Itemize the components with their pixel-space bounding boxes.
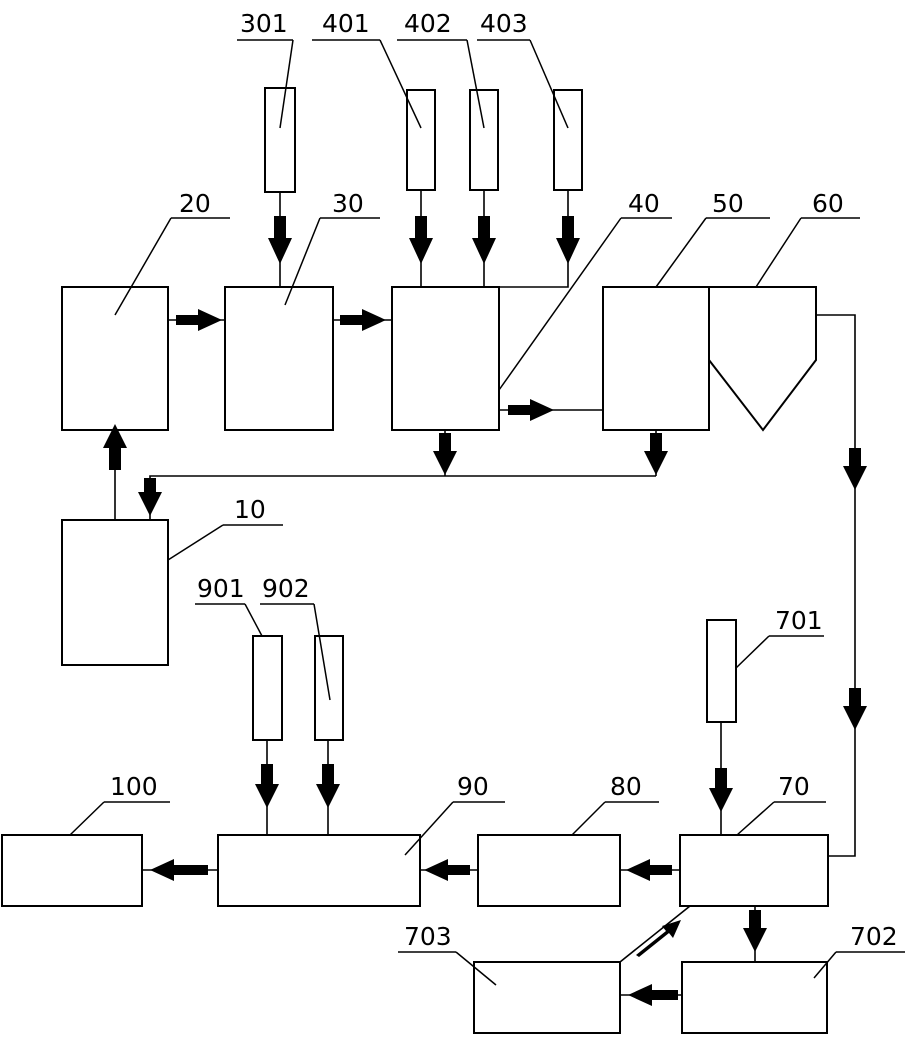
arrowheads	[103, 216, 867, 1006]
label-402: 402	[404, 9, 452, 38]
arrow-down-50	[644, 433, 668, 475]
box-703	[473, 961, 621, 1034]
arrow-right-40-50	[508, 399, 554, 421]
label-70: 70	[778, 772, 810, 801]
arrow-left-70-80	[626, 859, 672, 881]
arrow-down-702	[743, 910, 767, 952]
arrow-down-right-2	[843, 688, 867, 730]
label-902: 902	[262, 574, 310, 603]
box-701	[706, 619, 737, 723]
labels: 20 30 301 401 402 403 40 50 60 10 901 90…	[110, 9, 898, 951]
label-20: 20	[179, 189, 211, 218]
box-901	[252, 635, 283, 741]
box-30	[224, 286, 334, 431]
box-10	[61, 519, 169, 666]
box-80	[477, 834, 621, 907]
arrow-down-701	[709, 768, 733, 812]
label-90: 90	[457, 772, 489, 801]
arrow-right-20-30	[176, 309, 222, 331]
arrow-left-80-90	[424, 859, 470, 881]
box-100	[1, 834, 143, 907]
label-403: 403	[480, 9, 528, 38]
leader-lines	[69, 39, 905, 986]
box-301	[264, 87, 296, 193]
arrow-down-403	[556, 216, 580, 264]
boxes	[1, 87, 829, 1034]
arrow-down-10	[138, 478, 162, 516]
box-60-hopper	[708, 286, 817, 432]
label-30: 30	[332, 189, 364, 218]
arrow-left-90-100	[150, 859, 208, 881]
label-80: 80	[610, 772, 642, 801]
label-901: 901	[197, 574, 245, 603]
box-50	[602, 286, 710, 431]
arrow-up-20	[103, 424, 127, 470]
label-401: 401	[322, 9, 370, 38]
box-90	[217, 834, 421, 907]
box-40	[391, 286, 500, 431]
arrow-down-402	[472, 216, 496, 264]
arrow-right-30-40	[340, 309, 386, 331]
arrow-down-901	[255, 764, 279, 808]
arrow-left-702-703	[628, 984, 678, 1006]
label-100: 100	[110, 772, 158, 801]
arrow-down-401	[409, 216, 433, 264]
label-10: 10	[234, 495, 266, 524]
box-902	[314, 635, 344, 741]
label-701: 701	[775, 606, 823, 635]
label-702: 702	[850, 922, 898, 951]
label-40: 40	[628, 189, 660, 218]
box-20	[61, 286, 169, 431]
label-60: 60	[812, 189, 844, 218]
arrow-down-right-1	[843, 448, 867, 490]
box-70	[679, 834, 829, 907]
arrow-down-40	[433, 433, 457, 475]
arrow-down-301	[268, 216, 292, 264]
box-702	[681, 961, 828, 1034]
label-50: 50	[712, 189, 744, 218]
box-402	[469, 89, 499, 191]
box-401	[406, 89, 436, 191]
label-301: 301	[240, 9, 288, 38]
arrow-down-902	[316, 764, 340, 808]
label-703: 703	[404, 922, 452, 951]
arrow-diag-703-70	[636, 920, 681, 957]
